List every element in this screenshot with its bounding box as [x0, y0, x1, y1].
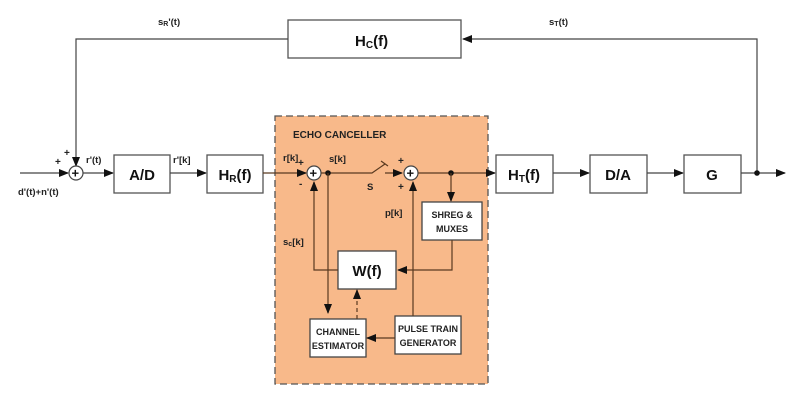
sc-k-label: sc[k] [283, 237, 304, 248]
input-left-sign: + [55, 157, 61, 168]
s-k-label: s[k] [329, 154, 346, 165]
tx-top-sign: + [398, 156, 404, 167]
ad-block [113, 154, 171, 194]
pulse-train-generator-block [394, 315, 462, 355]
channel-estimator-label-1: CHANNEL [316, 327, 361, 337]
da-label: D/A [605, 167, 631, 184]
switch-label: S [367, 182, 373, 193]
da-block [589, 154, 648, 194]
input-top-sign: + [64, 148, 70, 159]
st-label: sT(t) [549, 17, 568, 28]
r-k-label: r[k] [283, 153, 298, 164]
switch-marker [380, 160, 389, 167]
input-signal-label: d'(t)+n'(t) [18, 187, 59, 198]
r-prime-k-label: r'[k] [173, 155, 191, 166]
r-prime-t-label: r'(t) [86, 155, 101, 166]
hc-label: HC(f) [355, 33, 388, 51]
sr-prime-label: sR'(t) [158, 17, 180, 28]
ht-label: HT(f) [508, 167, 540, 185]
pulse-train-label-1: PULSE TRAIN [398, 324, 458, 334]
shreg-label-1: SHREG & [431, 210, 473, 220]
sum-plus-symbol: + [407, 166, 415, 181]
g-label: G [706, 167, 718, 184]
ad-label: A/D [129, 167, 155, 184]
p-k-label: p[k] [385, 208, 402, 219]
channel-estimator-label-2: ESTIMATOR [312, 341, 365, 351]
hc-block [287, 19, 462, 59]
shreg-label-2: MUXES [436, 224, 468, 234]
ec-bottom-sign: - [299, 179, 302, 190]
g-block [683, 154, 742, 194]
w-filter-label: W(f) [352, 263, 381, 280]
w-filter-block [337, 250, 397, 290]
channel-estimator-block [309, 318, 367, 358]
st-feedback-wire [462, 35, 758, 174]
sum-plus-symbol: + [310, 166, 318, 181]
shreg-to-w-wire [397, 240, 453, 274]
hr-label: HR(f) [218, 167, 251, 185]
shreg-block [421, 201, 483, 241]
ec-top-sign: + [298, 158, 304, 169]
sc-k-feedback-wire [310, 181, 338, 271]
echo-canceller-label: ECHO CANCELLER [293, 130, 387, 141]
sr-feedback-wire [72, 38, 288, 167]
switch-s[interactable] [365, 163, 386, 174]
sum-plus-symbol: + [72, 166, 80, 181]
hr-block [206, 154, 264, 194]
tx-bottom-sign: + [398, 182, 404, 193]
pulse-train-label-2: GENERATOR [400, 338, 457, 348]
output-junction-dot [754, 170, 760, 176]
ht-block [495, 154, 554, 194]
